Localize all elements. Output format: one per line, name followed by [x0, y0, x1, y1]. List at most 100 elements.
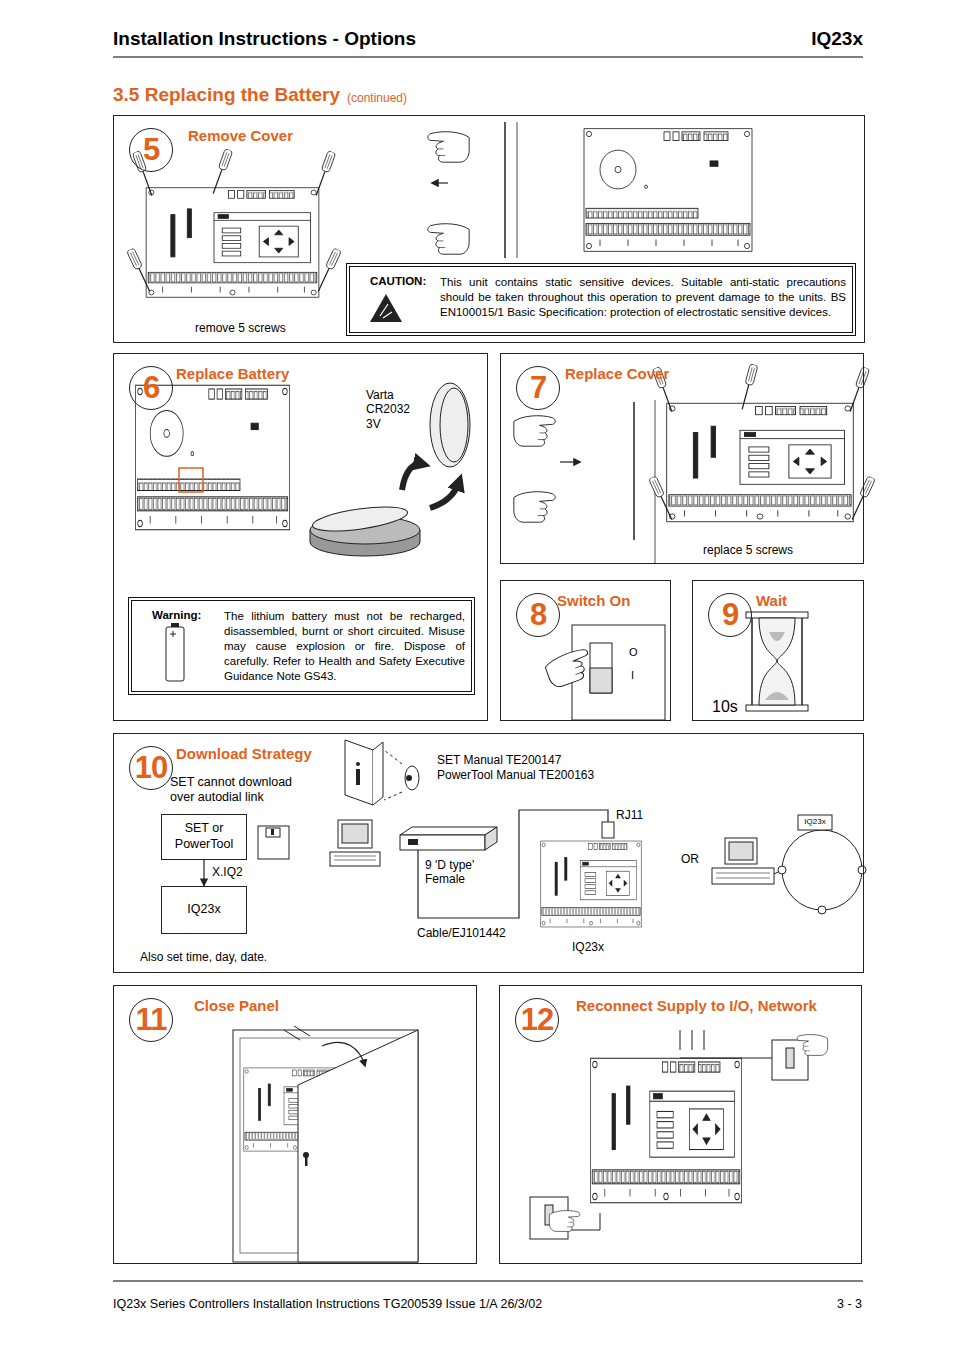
reconnect-figure: [549, 1211, 580, 1232]
step-panel: 8Switch On: [500, 580, 671, 721]
step-panel: 12Reconnect Supply to I/O, Network: [499, 985, 862, 1264]
download-figure: [725, 838, 757, 864]
download-figure: [729, 842, 753, 860]
connector-arrow: [203, 860, 204, 886]
remove-cover-figure: [315, 248, 342, 293]
remove-cover-figure: [210, 148, 233, 194]
download-figure: [485, 827, 497, 850]
step-heading: Close Panel: [194, 997, 279, 1014]
replace-cover-figure: [847, 366, 870, 412]
switch-figure: [572, 625, 665, 720]
step-panel: 11 Close Panel: [113, 985, 477, 1264]
step-panel: 5 Remove CoverCAUTION: This unit contains …: [113, 115, 865, 343]
step-heading: Reconnect Supply to I/O, Network: [576, 997, 817, 1014]
step-heading: Switch On: [557, 592, 630, 609]
step-number: 9: [708, 593, 752, 637]
download-figure: [418, 810, 608, 918]
label-text: replace 5 screws: [703, 543, 793, 557]
download-figure: [356, 769, 360, 785]
switch-figure: [590, 668, 612, 693]
notice-body: The lithium battery must not be recharge…: [224, 609, 465, 684]
rule-lines: [113, 57, 863, 58]
switch-figure: [590, 643, 612, 693]
step-heading: Replace Battery: [176, 365, 289, 382]
remove-cover-figure: [146, 188, 319, 298]
download-figure: [778, 866, 786, 874]
download-figure: [373, 742, 383, 805]
process-box: IQ23x: [161, 886, 247, 934]
remove-cover-figure: [432, 182, 448, 183]
box-label: IQ23x: [187, 902, 220, 918]
remove-cover-figure: [380, 304, 392, 318]
label-text: remove 5 screws: [195, 321, 286, 335]
remove-cover-figure: [504, 122, 506, 258]
label-text: Cable/EJ101442: [417, 926, 506, 940]
step-heading: Remove Cover: [188, 127, 293, 144]
replace-battery-figure: [311, 502, 409, 535]
rule-lines: [113, 57, 863, 1281]
process-box: SET or PowerTool: [161, 814, 247, 860]
remove-cover-figure: [517, 122, 518, 258]
remove-cover-figure: [127, 248, 154, 293]
step-number: 10: [129, 746, 173, 790]
close-panel-figure: [233, 1030, 418, 1262]
connector-label: X.IQ2: [210, 865, 245, 879]
label-text: O: [629, 646, 638, 659]
hourglass-figure: [746, 612, 808, 711]
hourglass-figure: [765, 632, 789, 700]
replace-cover-figure: [738, 364, 758, 411]
close-panel-figure: [284, 1026, 310, 1040]
remove-cover-figure: [370, 294, 402, 322]
download-figure: [384, 750, 402, 800]
download-figure: [782, 830, 862, 910]
label-text: 10s: [712, 697, 738, 716]
label-text: IQ23x: [804, 817, 825, 827]
label-text: I: [631, 669, 634, 682]
download-figure: [818, 906, 826, 914]
replace-cover-figure: [667, 403, 854, 521]
replace-cover-figure: [849, 476, 876, 521]
close-panel-figure: [233, 1026, 418, 1262]
close-panel-figure: [305, 1156, 308, 1166]
label-text: 3.5 Replacing the Battery: [113, 84, 340, 107]
replace-cover-figure: [633, 402, 635, 540]
hourglass-figure: [759, 618, 795, 705]
label-text: 3 - 3: [837, 1297, 862, 1312]
switch-figure: [543, 647, 595, 690]
label-text: PowerTool Manual TE200163: [437, 768, 594, 782]
notice-title: CAUTION:: [370, 275, 426, 287]
label-text: IQ23x: [811, 28, 863, 51]
page-header: Installation Instructions - Options: [113, 28, 416, 51]
step-number: 7: [516, 366, 560, 410]
hourglass-figure: [746, 705, 808, 711]
reconnect-figure: [786, 1048, 794, 1068]
download-figure: [400, 827, 497, 835]
step-number: 5: [129, 128, 173, 172]
download-figure: [342, 824, 368, 843]
reconnect-figure: [772, 1040, 808, 1080]
reconnect-figure: [530, 1030, 828, 1239]
label-text: IQ23x: [572, 940, 604, 954]
label-text: Varta CR2032 3V: [366, 388, 410, 431]
download-figure: [858, 866, 866, 874]
reconnect-figure: [680, 1030, 780, 1066]
download-figure: [405, 766, 419, 790]
step-number: 11: [129, 998, 173, 1042]
label-text: Also set time, day, date.: [140, 950, 267, 964]
replace-battery-figure: [171, 623, 179, 627]
replace-battery-figure: [430, 482, 459, 508]
label-text: 9 'D type' Female: [425, 858, 503, 887]
step-panel: 10Download StrategySET or PowerToolIQ23x: [113, 733, 864, 973]
hourglass-figure: [746, 612, 808, 618]
close-panel-figure: [322, 1042, 365, 1066]
download-figure: [408, 839, 418, 845]
notice-body: This unit contains static sensitive devi…: [440, 275, 846, 320]
download-figure: [541, 841, 642, 927]
replace-cover-figure: [514, 492, 555, 522]
label-text: OR: [681, 852, 699, 866]
step-panel: 6Replace BatteryWarning:The lithium batt…: [113, 353, 488, 721]
download-figure: [712, 868, 774, 884]
